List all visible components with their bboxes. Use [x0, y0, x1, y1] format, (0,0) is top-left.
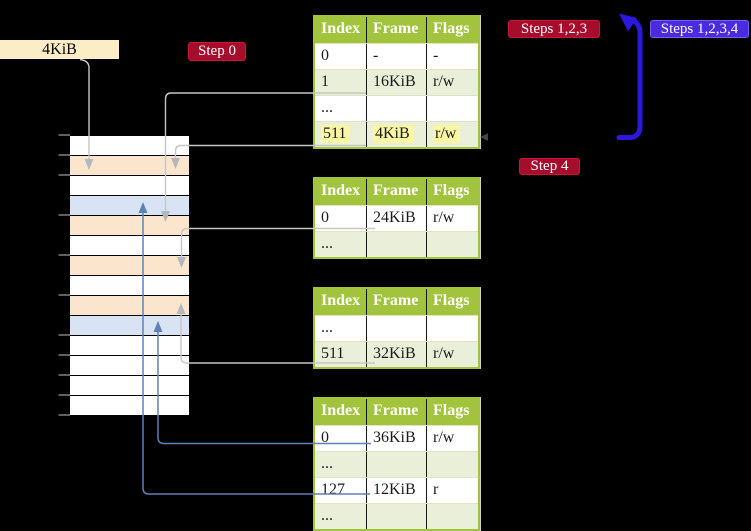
table-cell: r/w [426, 206, 478, 231]
table-cell: ... [321, 319, 333, 336]
highlighted-value: r/w [433, 125, 461, 143]
table-cell [426, 316, 478, 341]
column-header-index: Index [321, 182, 361, 199]
table-cell: r [426, 478, 478, 503]
memory-frame-row-page_table [70, 256, 189, 276]
memory-frame-row-page_table [70, 216, 189, 236]
column-header-flags: Flags [426, 179, 478, 205]
step4-badge: Step 4 [519, 158, 580, 175]
column-header-index: Index [321, 402, 361, 419]
memory-frame-row-free [70, 376, 189, 396]
column-header-index: Index [321, 292, 361, 309]
table-cell: ... [321, 235, 333, 252]
memory-frame-row-free [70, 176, 189, 196]
steps123-badge: Steps 1,2,3 [508, 20, 600, 38]
recursive-loop-arrow [616, 18, 643, 140]
column-header-frame: Frame [366, 179, 426, 205]
table-cell: 4KiB [366, 122, 426, 147]
table-row: ... [315, 95, 478, 121]
arrowhead-up-left-icon [619, 13, 637, 32]
table-cell: 24KiB [366, 206, 426, 231]
column-header-index: Index [321, 20, 361, 37]
table-cell: 0 [321, 429, 329, 446]
table-cell [426, 504, 478, 529]
memory-frame-row-free [70, 396, 189, 416]
table-row: ... [315, 503, 478, 529]
table-cell [366, 316, 426, 341]
memory-frame-row-free [70, 276, 189, 296]
column-header-flags: Flags [426, 17, 478, 43]
memory-frame-row-free [70, 236, 189, 256]
table-cell [426, 232, 478, 257]
table-cell: r/w [426, 342, 478, 367]
memory-frame-row-free [70, 336, 189, 356]
table-cell: 32KiB [366, 342, 426, 367]
table-cell [426, 96, 478, 121]
column-header-frame: Frame [366, 399, 426, 425]
recursion-start-mark [480, 133, 488, 141]
frame-address-label: 4KiB [0, 40, 119, 59]
column-header-flags: Flags [426, 289, 478, 315]
steps1234-badge: Steps 1,2,3,4 [650, 20, 749, 38]
table-cell: 0 [321, 47, 329, 64]
table-row: 511 4KiB r/w [315, 121, 478, 147]
table-row: ... [315, 451, 478, 477]
table-cell: r/w [426, 122, 478, 147]
memory-frame-row-free [70, 356, 189, 376]
table-cell: 511 [315, 122, 366, 147]
memory-frame-row-free [70, 136, 189, 156]
table-cell: 12KiB [366, 478, 426, 503]
table-cell: 36KiB [366, 426, 426, 451]
table-cell [366, 452, 426, 477]
step0-badge: Step 0 [188, 42, 246, 61]
table-cell: 16KiB [366, 70, 426, 95]
table-cell: ... [321, 99, 333, 116]
table-cell: - [366, 44, 426, 69]
column-header-flags: Flags [426, 399, 478, 425]
table-cell: r/w [426, 426, 478, 451]
memory-address-ticks [58, 134, 70, 416]
table-row: ... [315, 231, 478, 257]
memory-frame-row-mapped_page [70, 316, 189, 336]
table-cell: ... [321, 455, 333, 472]
column-header-frame: Frame [366, 17, 426, 43]
table-cell: r/w [426, 70, 478, 95]
memory-frame-row-mapped_page [70, 196, 189, 216]
table-row: ... [315, 315, 478, 341]
memory-frame-row-page_table [70, 156, 189, 176]
table-cell: 0 [321, 209, 329, 226]
highlighted-value: 511 [321, 125, 351, 143]
physical-memory-column [70, 135, 189, 416]
highlighted-value: 4KiB [373, 125, 414, 143]
table-cell: 127 [321, 481, 345, 498]
table-cell [426, 452, 478, 477]
table-cell [366, 96, 426, 121]
table-cell [366, 504, 426, 529]
table-cell: - [426, 44, 478, 69]
table-cell: ... [321, 507, 333, 524]
memory-frame-row-page_table [70, 296, 189, 316]
table-cell [366, 232, 426, 257]
column-header-frame: Frame [366, 289, 426, 315]
table-cell: 511 [321, 345, 345, 362]
table-cell: 1 [321, 73, 329, 90]
table-row: 0 -- [315, 43, 478, 69]
